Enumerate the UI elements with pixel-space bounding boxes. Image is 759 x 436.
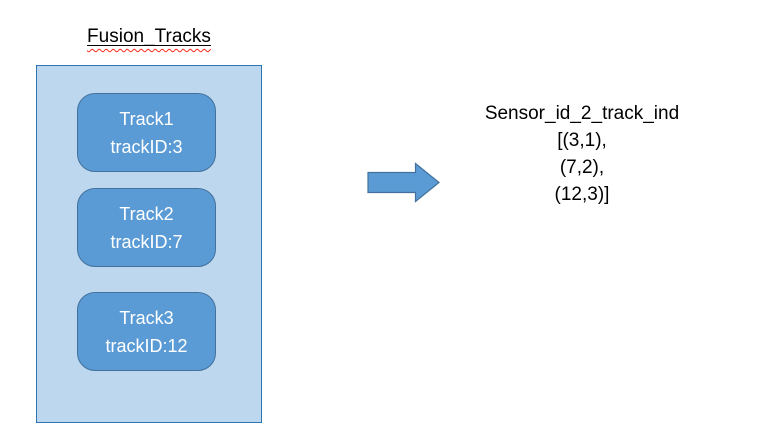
track-id: trackID:7 [110, 231, 183, 252]
spellcheck-underline: Fusion_Tracks [87, 26, 211, 47]
track-name: Track3 [119, 307, 174, 328]
track-name: Track2 [119, 203, 174, 224]
sensor-mapping-block: Sensor_id_2_track_ind [(3,1), (7,2), (12… [459, 100, 705, 208]
fusion-tracks-title-text: Fusion_Tracks [87, 26, 211, 47]
track-box-2: Track2 trackID:7 [77, 188, 216, 267]
sensor-mapping-line-3: (12,3)] [554, 184, 610, 205]
track-id: trackID:12 [105, 335, 188, 356]
right-block-arrow-icon [367, 162, 440, 203]
sensor-mapping-title: Sensor_id_2_track_ind [484, 103, 680, 124]
track-name: Track1 [119, 108, 174, 129]
track-id: trackID:3 [110, 136, 183, 157]
fusion-tracks-container: Track1 trackID:3 Track2 trackID:7 Track3… [36, 65, 262, 423]
sensor-mapping-line-2: (7,2), [559, 157, 605, 178]
fusion-tracks-title: Fusion_Tracks [36, 24, 262, 50]
track-box-1: Track1 trackID:3 [77, 93, 216, 172]
sensor-mapping-line-1: [(3,1), [557, 130, 607, 151]
track-box-3: Track3 trackID:12 [77, 292, 216, 371]
